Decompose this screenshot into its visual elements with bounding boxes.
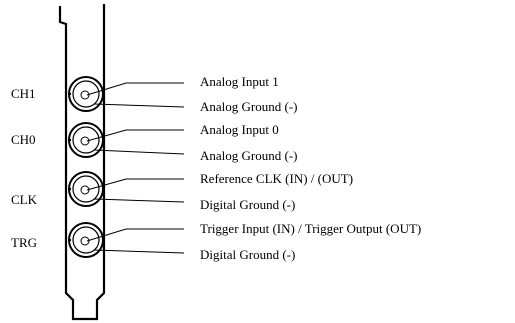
connector-trg-pin: [80, 236, 90, 246]
channel-label-trg: TRG: [11, 235, 37, 250]
channel-label-clk: CLK: [11, 192, 38, 207]
connector-ch0-pin: [80, 136, 90, 146]
signal-label-trg-upper: Trigger Input (IN) / Trigger Output (OUT…: [200, 221, 421, 236]
connector-ch1-signal-wire: [86, 82, 184, 96]
signal-label-clk-upper: Reference CLK (IN) / (OUT): [200, 171, 353, 186]
connector-ch1: [68, 76, 185, 112]
connector-trg-signal-wire: [86, 228, 184, 242]
connector-ch0-ground-wire: [93, 149, 185, 155]
connector-ch0: [68, 122, 185, 158]
connector-trg-ground-wire: [93, 249, 185, 254]
signal-label-trg-lower: Digital Ground (-): [200, 247, 295, 262]
signal-label-ch0-lower: Analog Ground (-): [200, 148, 297, 163]
connector-ch0-signal-wire: [86, 129, 184, 142]
connector-clk-pin: [80, 185, 90, 195]
signal-label-ch1-upper: Analog Input 1: [200, 74, 279, 89]
connector-clk-ground-wire: [93, 198, 185, 203]
connector-clk: [68, 171, 185, 207]
connector-clk-signal-wire: [86, 178, 184, 191]
signal-label-ch0-upper: Analog Input 0: [200, 122, 279, 137]
channel-label-ch1: CH1: [11, 86, 36, 101]
connector-trg: [68, 222, 185, 258]
signal-label-clk-lower: Digital Ground (-): [200, 197, 295, 212]
signal-label-ch1-lower: Analog Ground (-): [200, 99, 297, 114]
bracket-outline: [58, 4, 106, 321]
channel-label-ch0: CH0: [11, 132, 36, 147]
connector-ch1-ground-wire: [93, 103, 185, 108]
connector-ch1-pin: [80, 90, 90, 100]
